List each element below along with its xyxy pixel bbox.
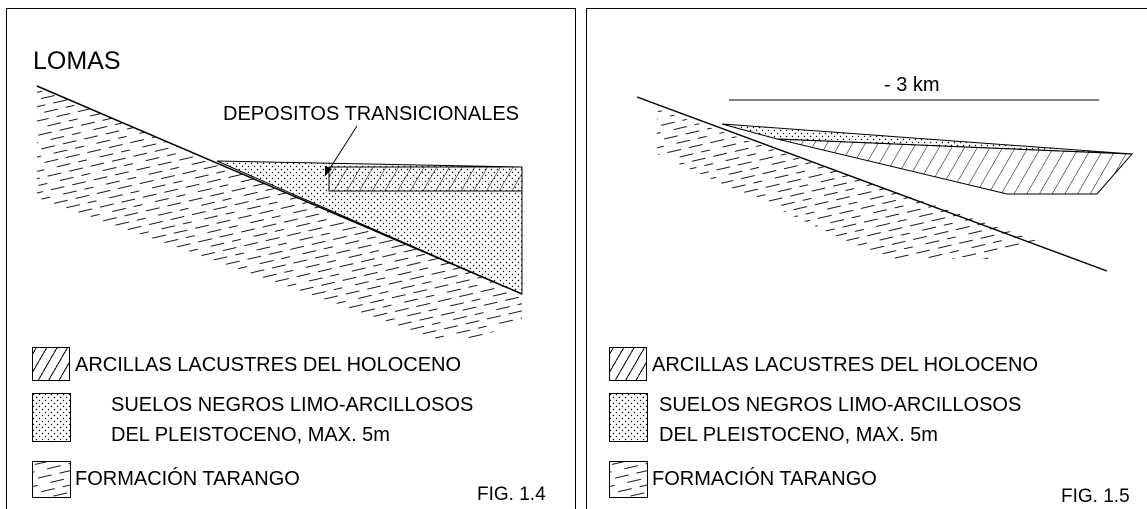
legend-holocene-label: ARCILLAS LACUSTRES DEL HOLOCENO [652,354,1039,376]
holocene-clays-area [776,138,1134,195]
legend-dashes-swatch [32,461,71,498]
legend-pleistocene-label-line1: SUELOS NEGROS LIMO-ARCILLOSOS [659,394,1022,416]
basement-contact-line [636,96,1108,272]
cross-section-diagram-1-5 [636,96,1134,272]
legend-holocene-label: ARCILLAS LACUSTRES DEL HOLOCENO [75,354,462,376]
tarango-formation-area [657,109,1037,259]
legend-tarango-label: FORMACIÓN TARANGO [652,468,877,490]
holocene-clays-area [328,166,523,192]
tarango-formation-area [37,86,522,339]
legend-pleistocene-label-line2: DEL PLEISTOCENO, MAX. 5m [111,424,390,446]
legend-pleistocene-label-line2: DEL PLEISTOCENO, MAX. 5m [659,424,938,446]
cross-section-diagram-1-4 [36,85,523,339]
legend-dashes-swatch [609,461,648,498]
figure-panel-1-4: LOMAS DEPOSITOS TRANSICIONALES ARCILLAS … [6,8,576,509]
figure-label: FIG. 1.4 [477,484,546,505]
annotation-arrow-head [325,166,332,176]
legend-tarango-label: FORMACIÓN TARANGO [75,468,300,490]
figure-panel-1-5: - 3 km ARCILLAS LACUSTRES DEL HOLOCENO S… [586,8,1147,509]
annotation-leader-line [324,125,358,177]
legend-hatch-swatch [609,347,647,381]
scale-label: - 3 km [884,74,940,96]
legend-pleistocene-label-line1: SUELOS NEGROS LIMO-ARCILLOSOS [111,394,474,416]
ground-surface-line [36,85,523,295]
transitional-deposits-label: DEPOSITOS TRANSICIONALES [223,103,520,125]
legend-hatch-swatch [32,347,70,381]
legend-dots-swatch [32,393,71,442]
legend-dots-swatch [609,393,648,442]
figure-label: FIG. 1.5 [1061,486,1130,507]
panel-title: LOMAS [33,47,121,75]
